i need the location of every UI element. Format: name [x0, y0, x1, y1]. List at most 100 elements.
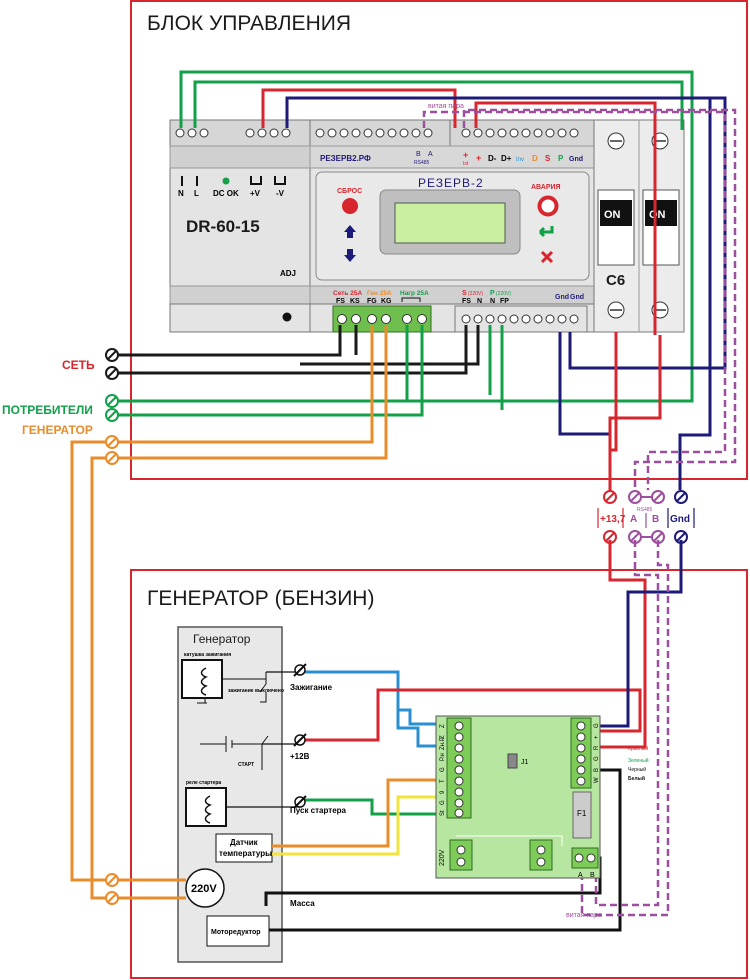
- controller-fp: FP: [500, 298, 509, 305]
- board-right-pin-2: R: [594, 745, 600, 750]
- board-right-pin-3: G: [594, 756, 600, 761]
- psu-model: DR-60-15: [186, 217, 260, 236]
- controller-s220-sub: (220V): [468, 291, 483, 297]
- generator-side-terminals: [105, 663, 307, 905]
- board-left-pin-5: T: [440, 779, 446, 783]
- board-right-pin-0: G: [594, 723, 600, 728]
- generator-panel: [177, 626, 283, 963]
- generator-starter-relay: реле стартера: [186, 780, 221, 786]
- label-plus12: +12В: [290, 752, 310, 761]
- psu-label-l: L: [194, 189, 199, 198]
- breaker-on-right: ON: [649, 209, 666, 221]
- board-left-pin-0: Z: [440, 724, 446, 728]
- board-left-pin-8: St: [440, 810, 446, 816]
- controller-term-dminus: D-: [488, 154, 497, 163]
- controller-brand: РЕЗЕРВ-2: [418, 176, 484, 190]
- controller-gnd2: Gnd: [570, 294, 584, 301]
- controller-gnd1: Gnd: [555, 294, 569, 301]
- label-starter-start: Пуск стартера: [290, 806, 347, 815]
- label-ignition: Зажигание: [290, 683, 333, 692]
- controller-term-gnd: Gnd: [569, 156, 583, 163]
- controller-kg: KG: [381, 298, 392, 305]
- controller-bus-b: B: [416, 151, 421, 158]
- controller-term-plus: +: [476, 153, 481, 163]
- board-left-pin-2: Zн.Р: [440, 737, 446, 750]
- label-mains: СЕТЬ: [62, 358, 95, 372]
- breaker-on-left: ON: [604, 209, 621, 221]
- connector-b: B: [652, 514, 659, 525]
- controller-n: N: [477, 298, 482, 305]
- autostart-board: [435, 715, 601, 879]
- board-right-pins: G + R G B W: [594, 723, 600, 783]
- controller-alarm: АВАРИЯ: [531, 184, 561, 191]
- twisted-pair-top-label: витая пара: [428, 103, 464, 110]
- board-220v: 220V: [439, 849, 446, 866]
- controller-site: РЕЗЕРВ2.РФ: [320, 154, 371, 163]
- connector-a: A: [630, 514, 637, 525]
- connector-plus: +13,7: [600, 514, 626, 525]
- controller-fs: FS: [336, 298, 345, 305]
- psu-adj: ADJ: [280, 269, 296, 278]
- controller-rs485: RS485: [414, 160, 430, 166]
- temp-sensor-line1: Датчик: [230, 838, 259, 847]
- twisted-pair-bottom: [580, 540, 670, 917]
- board-a: A: [578, 872, 583, 879]
- control-block-title: БЛОК УПРАВЛЕНИЯ: [147, 12, 351, 35]
- controller-bus-a: A: [428, 151, 433, 158]
- label-ground: Масса: [290, 899, 315, 908]
- generator-panel-title: Генератор: [193, 632, 251, 646]
- temp-sensor-line2: температуры: [219, 849, 272, 858]
- board-left-pin-3: Р.н: [440, 753, 446, 761]
- controller-term-d: D: [532, 154, 538, 163]
- top-wires: [110, 70, 727, 492]
- power-supply-module: [169, 119, 311, 333]
- board-left-pin-4: G: [440, 767, 446, 772]
- controller-p220: P: [490, 290, 495, 297]
- psu-label-dcok: DC OK: [213, 189, 239, 198]
- controller-gen-label: Ген 25A: [367, 290, 392, 297]
- connector-top: [603, 490, 688, 504]
- controller-s220: S: [462, 290, 467, 297]
- controller-fs2: FS: [462, 298, 471, 305]
- psu-label-n: N: [178, 189, 184, 198]
- label-generator: ГЕНЕРАТОР: [22, 423, 93, 437]
- controller-term-p: P: [558, 154, 564, 163]
- board-wire-white: Белый: [628, 775, 645, 782]
- board-right-pin-4: B: [594, 768, 600, 772]
- board-j1: J1: [521, 759, 529, 766]
- controller-load-label: Нагр 25A: [400, 290, 429, 297]
- controller-n2: N: [490, 298, 495, 305]
- controller-term-dplus: D+: [501, 154, 512, 163]
- generator-block-frame: [130, 569, 748, 979]
- board-left-pin-7: G: [440, 800, 446, 805]
- generator-block-title: ГЕНЕРАТОР (БЕНЗИН): [147, 587, 374, 610]
- controller-module: [309, 119, 596, 333]
- controller-top-terminals: [315, 128, 579, 138]
- psu-label-vplus: +V: [250, 189, 261, 198]
- generator-220v: 220V: [191, 883, 217, 895]
- circuit-breaker: [593, 119, 685, 333]
- twisted-pair-top: [422, 108, 737, 490]
- board-left-pin-6: 9: [440, 790, 446, 794]
- control-block-frame: [130, 0, 748, 480]
- controller-reset: СБРОС: [337, 188, 362, 195]
- board-f1: F1: [577, 809, 587, 818]
- controller-p220-sub: (220V): [496, 291, 511, 297]
- board-right-pin-5: W: [594, 777, 600, 783]
- generator-ignition-off: зажигание выключено: [228, 688, 284, 694]
- board-left-pin-1: Z: [440, 735, 446, 739]
- board-wire-red: Красный: [628, 745, 648, 752]
- gearmotor-label: Моторедуктор: [211, 929, 261, 936]
- label-consumers: ПОТРЕБИТЕЛИ: [2, 403, 93, 417]
- left-terminals: [105, 348, 119, 465]
- board-right-pin-1: +: [594, 735, 600, 739]
- controller-fg: FG: [367, 298, 377, 305]
- psu-label-vminus: -V: [276, 189, 285, 198]
- board-wire-black: Черный: [628, 766, 646, 773]
- connector-rs485: RS485: [637, 507, 653, 513]
- controller-term-inv: Inv: [516, 157, 524, 163]
- generator-ignition-coil: катушка зажигания: [184, 652, 231, 658]
- breaker-rating: C6: [606, 272, 625, 289]
